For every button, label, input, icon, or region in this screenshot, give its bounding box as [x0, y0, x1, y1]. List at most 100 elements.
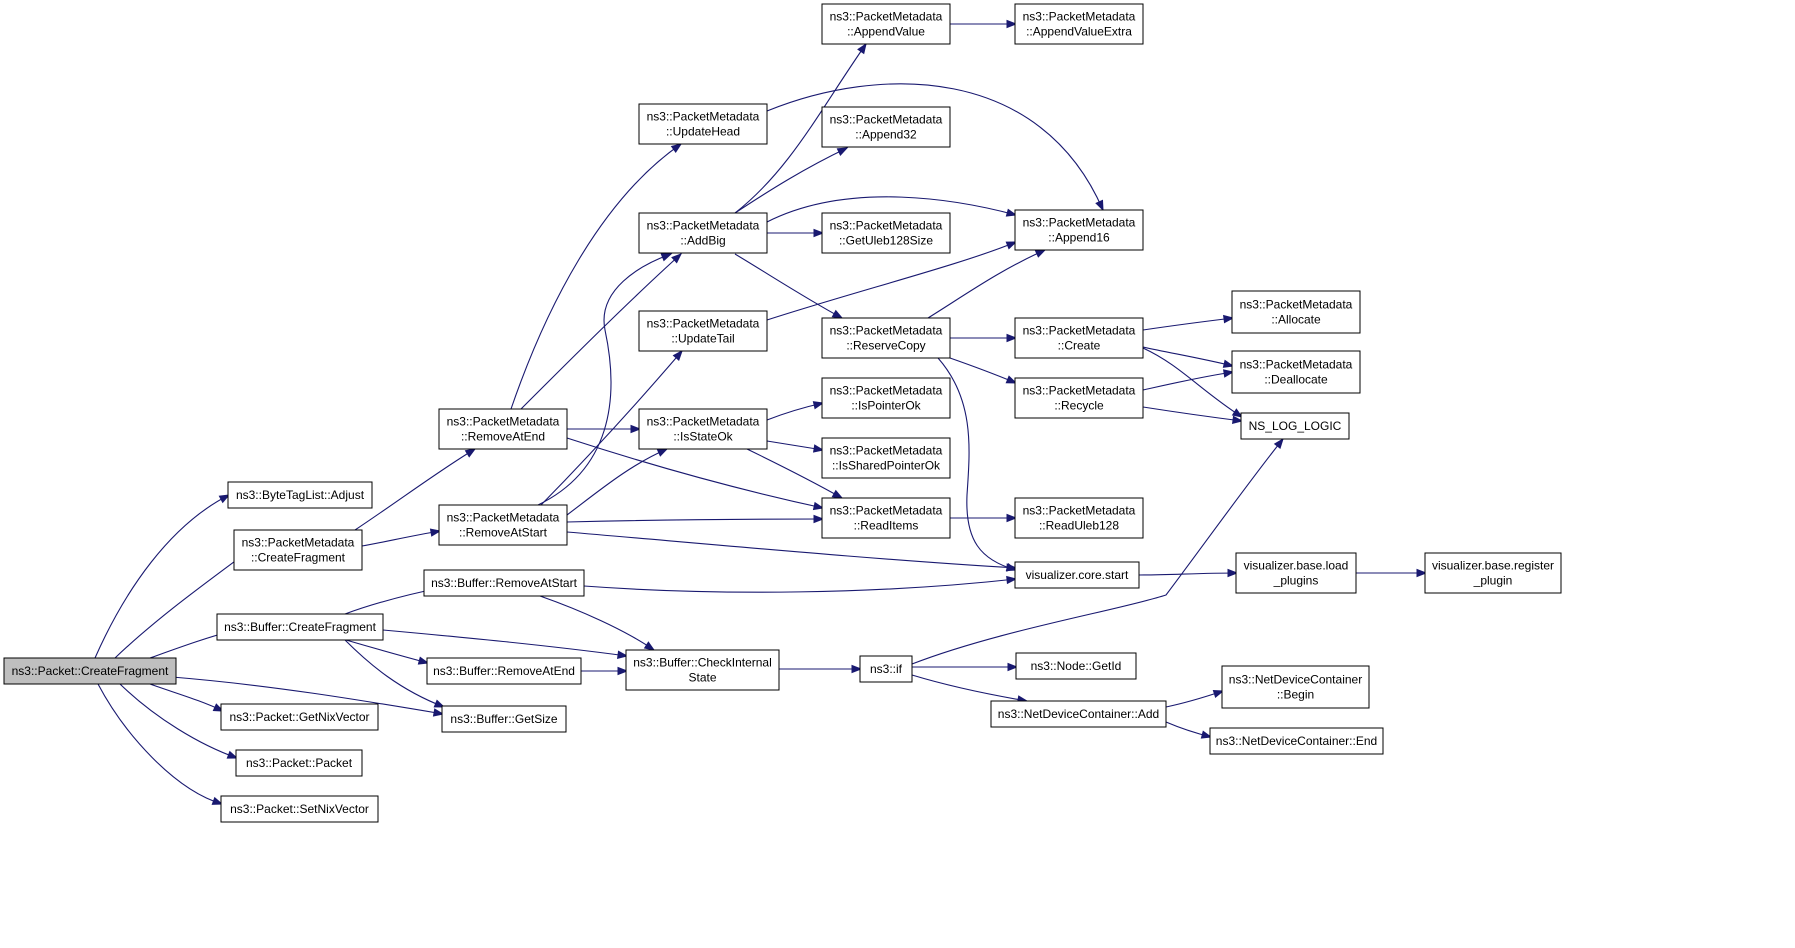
node-viz-core-start[interactable]: visualizer.core.start: [1014, 561, 1140, 589]
node-label: ::IsSharedPointerOk: [832, 459, 941, 473]
node-pm-ispointerok[interactable]: ns3::PacketMetadata::IsPointerOk: [821, 377, 951, 419]
node-label: ns3::PacketMetadata: [647, 219, 760, 233]
node-bytetag[interactable]: ns3::ByteTagList::Adjust: [227, 481, 373, 509]
node-pm-readuleb[interactable]: ns3::PacketMetadata::ReadUleb128: [1014, 497, 1144, 539]
node-getnix[interactable]: ns3::Packet::GetNixVector: [220, 703, 379, 731]
edge-layer: [94, 19, 1428, 805]
node-pm-addbig[interactable]: ns3::PacketMetadata::AddBig: [638, 212, 768, 254]
node-box: [233, 529, 363, 571]
node-pm-createfrag[interactable]: ns3::PacketMetadata::CreateFragment: [233, 529, 363, 571]
node-label: ns3::PacketMetadata: [1240, 298, 1353, 312]
arrowhead: [831, 309, 844, 319]
edge-line: [149, 683, 224, 712]
node-box: [1015, 652, 1137, 680]
arrowhead: [851, 664, 863, 674]
node-ndc-end[interactable]: ns3::NetDeviceContainer::End: [1209, 727, 1384, 755]
node-label: ns3::PacketMetadata: [830, 324, 943, 338]
node-label: ::UpdateTail: [671, 332, 734, 346]
node-pm-append32[interactable]: ns3::PacketMetadata::Append32: [821, 106, 951, 148]
node-buf-removeatstart[interactable]: ns3::Buffer::RemoveAtStart: [423, 569, 585, 597]
node-pm-getuleb[interactable]: ns3::PacketMetadata::GetUleb128Size: [821, 212, 951, 254]
node-ns3if[interactable]: ns3::if: [859, 655, 913, 683]
edge-pm_createfrag-to-pm_removeatstart: [361, 528, 442, 547]
arrowhead: [671, 253, 683, 264]
edge-pm_appendvalue-to-pm_appendvalueextra: [950, 19, 1018, 29]
edge-pm_removeatend-to-pm_isstateok: [566, 424, 642, 434]
arrowhead: [617, 650, 629, 659]
edge-line: [354, 448, 476, 531]
node-label: ::ReadItems: [854, 519, 919, 533]
node-label: State: [688, 671, 716, 685]
node-pm-readitems[interactable]: ns3::PacketMetadata::ReadItems: [821, 497, 951, 539]
node-label: ::UpdateHead: [666, 125, 740, 139]
arrowhead: [1416, 568, 1428, 578]
edge-buf_createfrag-to-buf_checkinternal: [382, 629, 629, 659]
arrowhead: [812, 501, 825, 511]
node-pm-isstateok[interactable]: ns3::PacketMetadata::IsStateOk: [638, 408, 768, 450]
edge-pm_create-to-pm_deallocate: [1142, 346, 1235, 368]
node-label: ::ReserveCopy: [846, 339, 925, 353]
node-pm-updatetail[interactable]: ns3::PacketMetadata::UpdateTail: [638, 310, 768, 352]
node-pm-deallocate[interactable]: ns3::PacketMetadata::Deallocate: [1231, 350, 1361, 394]
node-ndc-add[interactable]: ns3::NetDeviceContainer::Add: [990, 700, 1167, 728]
node-pm-updatehead[interactable]: ns3::PacketMetadata::UpdateHead: [638, 103, 768, 145]
arrowhead: [1222, 359, 1235, 368]
node-ndc-begin[interactable]: ns3::NetDeviceContainer::Begin: [1221, 665, 1370, 709]
node-pm-create[interactable]: ns3::PacketMetadata::Create: [1014, 317, 1144, 359]
edge-pm_reservecopy-to-pm_recycle: [949, 357, 1018, 384]
edge-pm_addbig-to-pm_appendvalue: [734, 42, 867, 214]
edge-line: [927, 249, 1046, 319]
node-label: ::RemoveAtStart: [459, 526, 548, 540]
edge-pm_isstateok-to-pm_readitems: [746, 448, 844, 499]
node-label: ::Begin: [1277, 688, 1314, 702]
node-buf-removeatend[interactable]: ns3::Buffer::RemoveAtEnd: [426, 657, 582, 685]
arrowhead: [432, 708, 445, 717]
node-node-getid[interactable]: ns3::Node::GetId: [1015, 652, 1137, 680]
node-label: ns3::PacketMetadata: [1023, 10, 1136, 24]
edge-line: [566, 437, 824, 509]
edge-buf_removeatstart-to-viz_core_start: [583, 575, 1018, 593]
node-pm-removeatstart[interactable]: ns3::PacketMetadata::RemoveAtStart: [438, 504, 568, 546]
node-pm-append16[interactable]: ns3::PacketMetadata::Append16: [1014, 209, 1144, 251]
node-box: [821, 106, 951, 148]
node-label: ::Deallocate: [1264, 373, 1328, 387]
node-root[interactable]: ns3::Packet::CreateFragment: [3, 657, 177, 685]
node-label: ::Append16: [1048, 231, 1110, 245]
node-label: ns3::Packet::SetNixVector: [230, 802, 369, 816]
node-label: ns3::Packet::Packet: [246, 756, 353, 770]
node-pm-recycle[interactable]: ns3::PacketMetadata::Recycle: [1014, 377, 1144, 419]
node-viz-register[interactable]: visualizer.base.register_plugin: [1424, 552, 1562, 594]
node-pm-issharedpointerok[interactable]: ns3::PacketMetadata::IsSharedPointerOk: [821, 437, 951, 479]
node-ns-log-logic[interactable]: NS_LOG_LOGIC: [1240, 412, 1350, 440]
arrowhead: [1223, 314, 1235, 324]
edge-line: [566, 531, 1017, 569]
node-label: ns3::PacketMetadata: [830, 444, 943, 458]
node-pm-appendvalue[interactable]: ns3::PacketMetadata::AppendValue: [821, 3, 951, 45]
edge-buf_removeatend-to-buf_checkinternal: [581, 666, 629, 676]
node-pm-appendvalueextra[interactable]: ns3::PacketMetadata::AppendValueExtra: [1014, 3, 1144, 45]
node-buf-createfrag[interactable]: ns3::Buffer::CreateFragment: [216, 613, 384, 641]
node-label: _plugin: [1473, 574, 1513, 588]
edge-ndc_add-to-ndc_begin: [1165, 689, 1225, 708]
arrowhead: [812, 444, 825, 453]
node-layer: ns3::Packet::CreateFragment ns3::ByteTagL…: [3, 3, 1562, 823]
edge-pm_removeatend-to-pm_updatehead: [510, 143, 683, 410]
node-buf-getsize[interactable]: ns3::Buffer::GetSize: [441, 705, 567, 733]
node-viz-load[interactable]: visualizer.base.load_plugins: [1235, 552, 1357, 594]
node-label: ns3::PacketMetadata: [447, 415, 560, 429]
node-pm-reservecopy[interactable]: ns3::PacketMetadata::ReserveCopy: [821, 317, 951, 359]
node-box: [859, 655, 913, 683]
node-packet[interactable]: ns3::Packet::Packet: [235, 749, 363, 777]
arrowhead: [812, 401, 825, 410]
node-pm-allocate[interactable]: ns3::PacketMetadata::Allocate: [1231, 290, 1361, 334]
edge-pm_updatehead-to-pm_append16: [766, 83, 1104, 212]
node-pm-removeatend[interactable]: ns3::PacketMetadata::RemoveAtEnd: [438, 408, 568, 450]
node-label: ns3::Buffer::CreateFragment: [224, 620, 377, 634]
node-box: [821, 317, 951, 359]
node-setnix[interactable]: ns3::Packet::SetNixVector: [220, 795, 379, 823]
node-box: [821, 212, 951, 254]
node-label: ::Create: [1058, 339, 1101, 353]
node-box: [1014, 561, 1140, 589]
edge-pm_updatetail-to-pm_append16: [766, 241, 1018, 321]
